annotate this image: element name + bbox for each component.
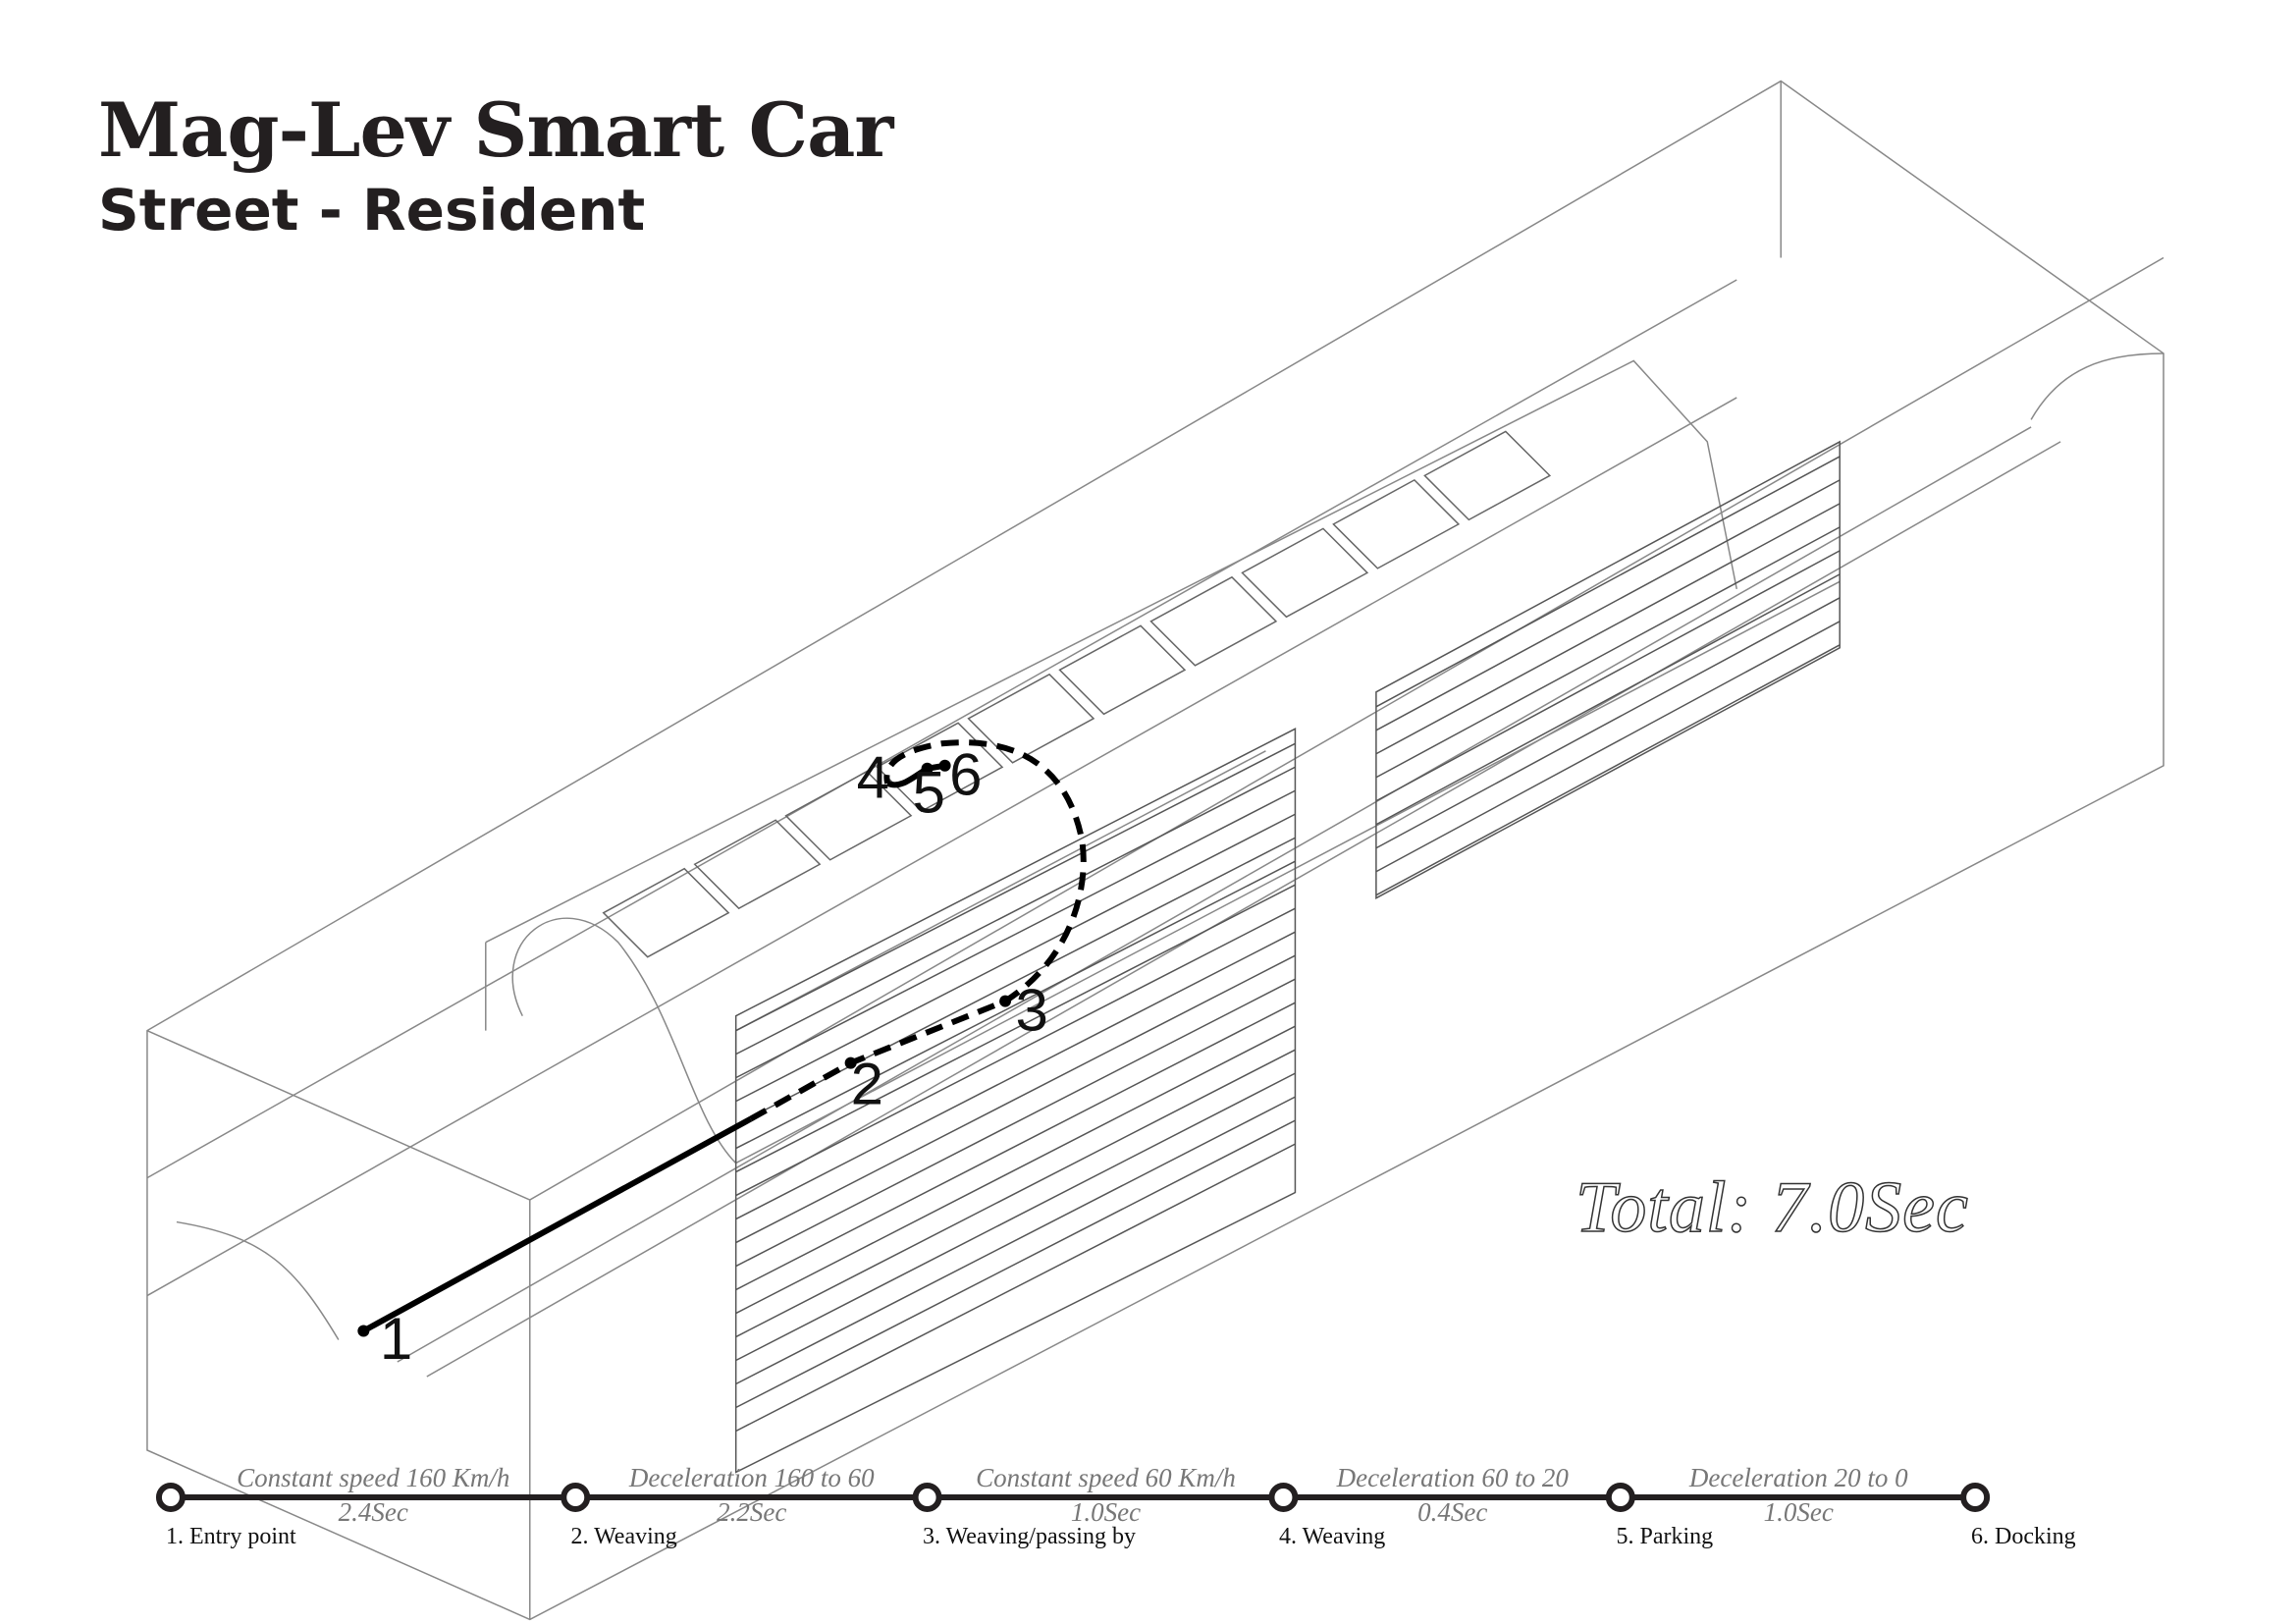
parking-bay xyxy=(1332,478,1461,569)
module-slat xyxy=(1375,550,1841,802)
timeline-node xyxy=(155,1482,186,1512)
timeline-node-label: 3. Weaving/passing by xyxy=(923,1524,1136,1549)
segment-label: Constant speed 160 Km/h xyxy=(237,1463,510,1492)
timeline-node-label: 1. Entry point xyxy=(166,1524,296,1549)
page-subtitle: Street - Resident xyxy=(98,177,646,244)
parking-bay xyxy=(602,867,730,958)
module-slat xyxy=(735,1049,1296,1338)
module-slat xyxy=(735,1001,1296,1291)
module-slat xyxy=(1375,526,1841,779)
module-slat xyxy=(735,907,1296,1197)
module-slat xyxy=(735,954,1296,1244)
segment-label: Deceleration 60 to 20 xyxy=(1336,1463,1569,1492)
timeline-node-label: 5. Parking xyxy=(1616,1524,1714,1549)
module-slat xyxy=(1375,479,1841,731)
module-slat xyxy=(735,766,1296,1056)
parking-bay xyxy=(1423,430,1552,521)
segment-label: Constant speed 60 Km/h xyxy=(976,1463,1236,1492)
segment-label: Deceleration 20 to 0 xyxy=(1688,1463,1908,1492)
timeline-node-label: 2. Weaving xyxy=(570,1524,677,1549)
segment-duration: 1.0Sec xyxy=(1763,1497,1834,1527)
parking-modules xyxy=(734,440,1841,1474)
module-slat xyxy=(735,1143,1296,1433)
module-slat xyxy=(1375,644,1841,896)
segment-label: Deceleration 160 to 60 xyxy=(628,1463,875,1492)
module-slat xyxy=(735,813,1296,1103)
parking-bay xyxy=(693,819,822,910)
path-point-1: 1 xyxy=(380,1306,412,1372)
segment-duration: 2.2Sec xyxy=(717,1497,787,1527)
parking-bay xyxy=(784,770,913,861)
trench xyxy=(146,279,2164,1378)
module-slat xyxy=(735,1072,1296,1362)
segment-duration: 0.4Sec xyxy=(1417,1497,1488,1527)
module-slat xyxy=(735,860,1296,1150)
path-point-5: 5 xyxy=(913,760,945,826)
segment-duration: 2.4Sec xyxy=(338,1497,408,1527)
page-title: Mag-Lev Smart Car xyxy=(98,86,893,174)
module-slat xyxy=(1375,597,1841,849)
module-slat xyxy=(1375,573,1841,826)
timeline-node-label: 4. Weaving xyxy=(1279,1524,1386,1549)
module-slat xyxy=(735,931,1296,1220)
module-slat xyxy=(735,1025,1296,1315)
timeline-node xyxy=(912,1482,942,1512)
car-path: 1 2 3 4 5 6 xyxy=(357,739,1087,1372)
module-slat xyxy=(735,1096,1296,1385)
module-slat xyxy=(1375,503,1841,755)
module-slat xyxy=(735,789,1296,1079)
path-point-4: 4 xyxy=(857,745,889,811)
parking-bay xyxy=(876,722,1004,813)
tube-structure xyxy=(485,359,1841,1164)
timeline-node-label: 6. Docking xyxy=(1971,1524,2076,1549)
timeline-node xyxy=(1960,1482,1991,1512)
timeline-node xyxy=(1268,1482,1299,1512)
module-slat xyxy=(735,742,1296,1032)
module-slat xyxy=(735,1119,1296,1409)
module-slat xyxy=(1375,456,1841,708)
path-point-3: 3 xyxy=(1016,978,1048,1044)
timeline-node xyxy=(561,1482,591,1512)
module-slat xyxy=(1375,621,1841,873)
timeline-node xyxy=(1605,1482,1635,1512)
timeline xyxy=(155,1482,1991,1512)
path-point-6: 6 xyxy=(949,742,982,808)
outer-box xyxy=(146,80,2164,1621)
total-time: Total: 7.0Sec xyxy=(1575,1166,1969,1249)
parking-bay xyxy=(1058,624,1187,716)
segment-duration: 1.0Sec xyxy=(1070,1497,1142,1527)
path-point-2: 2 xyxy=(851,1052,883,1117)
path-solid xyxy=(361,1115,753,1334)
module-slat xyxy=(735,884,1296,1173)
parking-bay xyxy=(1241,527,1369,619)
module-slat xyxy=(735,978,1296,1268)
parking-bay xyxy=(1149,575,1278,667)
